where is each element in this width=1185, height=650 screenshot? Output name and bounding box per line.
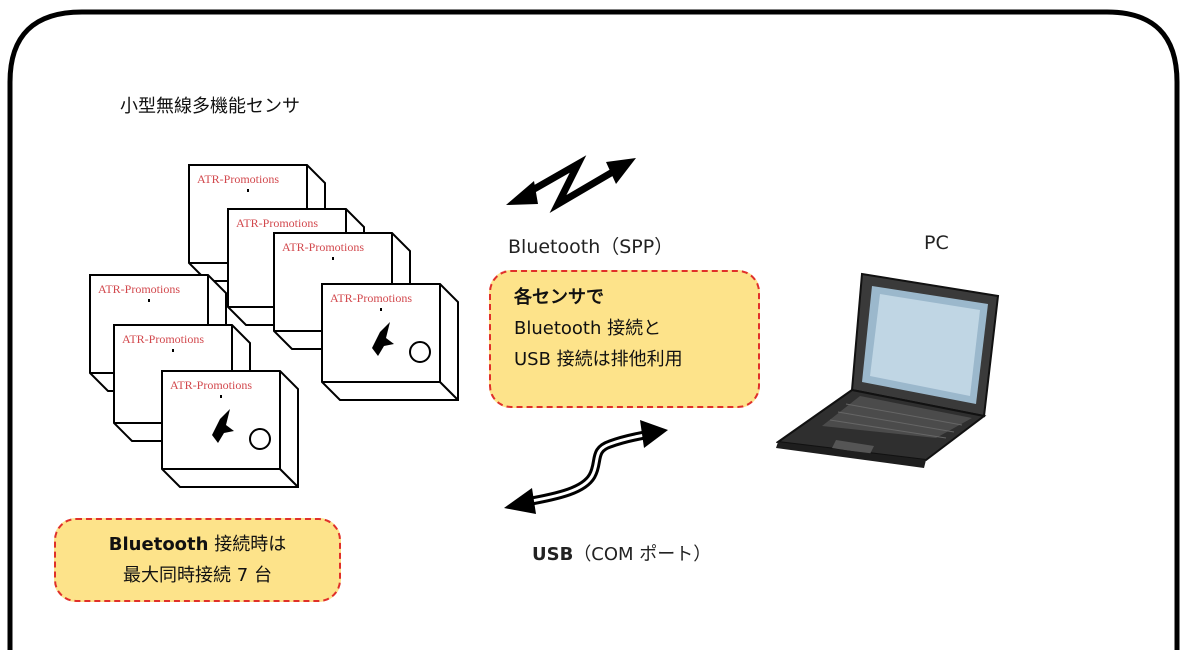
max-connections-note: Bluetooth 接続時は 最大同時接続 7 台	[54, 518, 341, 602]
sensor-brand-label: ATR-Promotions	[282, 240, 364, 254]
note-line: 各センサで	[514, 287, 604, 308]
sensor-device-icon: ATR-Promotions	[321, 283, 459, 401]
usb-label-rest: （COM ポート）	[573, 544, 712, 565]
note-line: Bluetooth 接続と	[514, 318, 662, 339]
laptop-icon	[776, 272, 1000, 468]
pc-label: PC	[924, 232, 949, 254]
sensor-brand-label: ATR-Promotions	[197, 172, 279, 186]
sensor-button-icon	[249, 428, 271, 450]
sensor-brand-label: ATR-Promotions	[236, 216, 318, 230]
butterfly-icon	[212, 409, 234, 443]
note-line: 最大同時接続 7 台	[123, 565, 272, 586]
sensor-device-icon: ATR-Promotions	[161, 370, 299, 488]
sensor-brand-label: ATR-Promotions	[98, 282, 180, 296]
diagram-title: 小型無線多機能センサ	[120, 96, 300, 117]
usb-label: USB（COM ポート）	[532, 540, 711, 566]
note-bold: Bluetooth	[108, 534, 209, 555]
sensor-brand-label: ATR-Promotions	[122, 332, 204, 346]
note-line: USB 接続は排他利用	[514, 349, 683, 370]
sensor-button-icon	[409, 341, 431, 363]
bluetooth-label: Bluetooth（SPP）	[508, 236, 674, 258]
sensor-brand-label: ATR-Promotions	[330, 291, 412, 305]
exclusive-use-note: 各センサで Bluetooth 接続と USB 接続は排他利用	[489, 270, 760, 408]
bluetooth-zigzag-arrow-icon	[506, 155, 636, 213]
usb-cable-arrow-icon	[504, 420, 668, 514]
note-text: 接続時は	[208, 534, 287, 555]
sensor-brand-label: ATR-Promotions	[170, 378, 252, 392]
butterfly-icon	[372, 322, 394, 356]
usb-label-bold: USB	[532, 544, 574, 565]
